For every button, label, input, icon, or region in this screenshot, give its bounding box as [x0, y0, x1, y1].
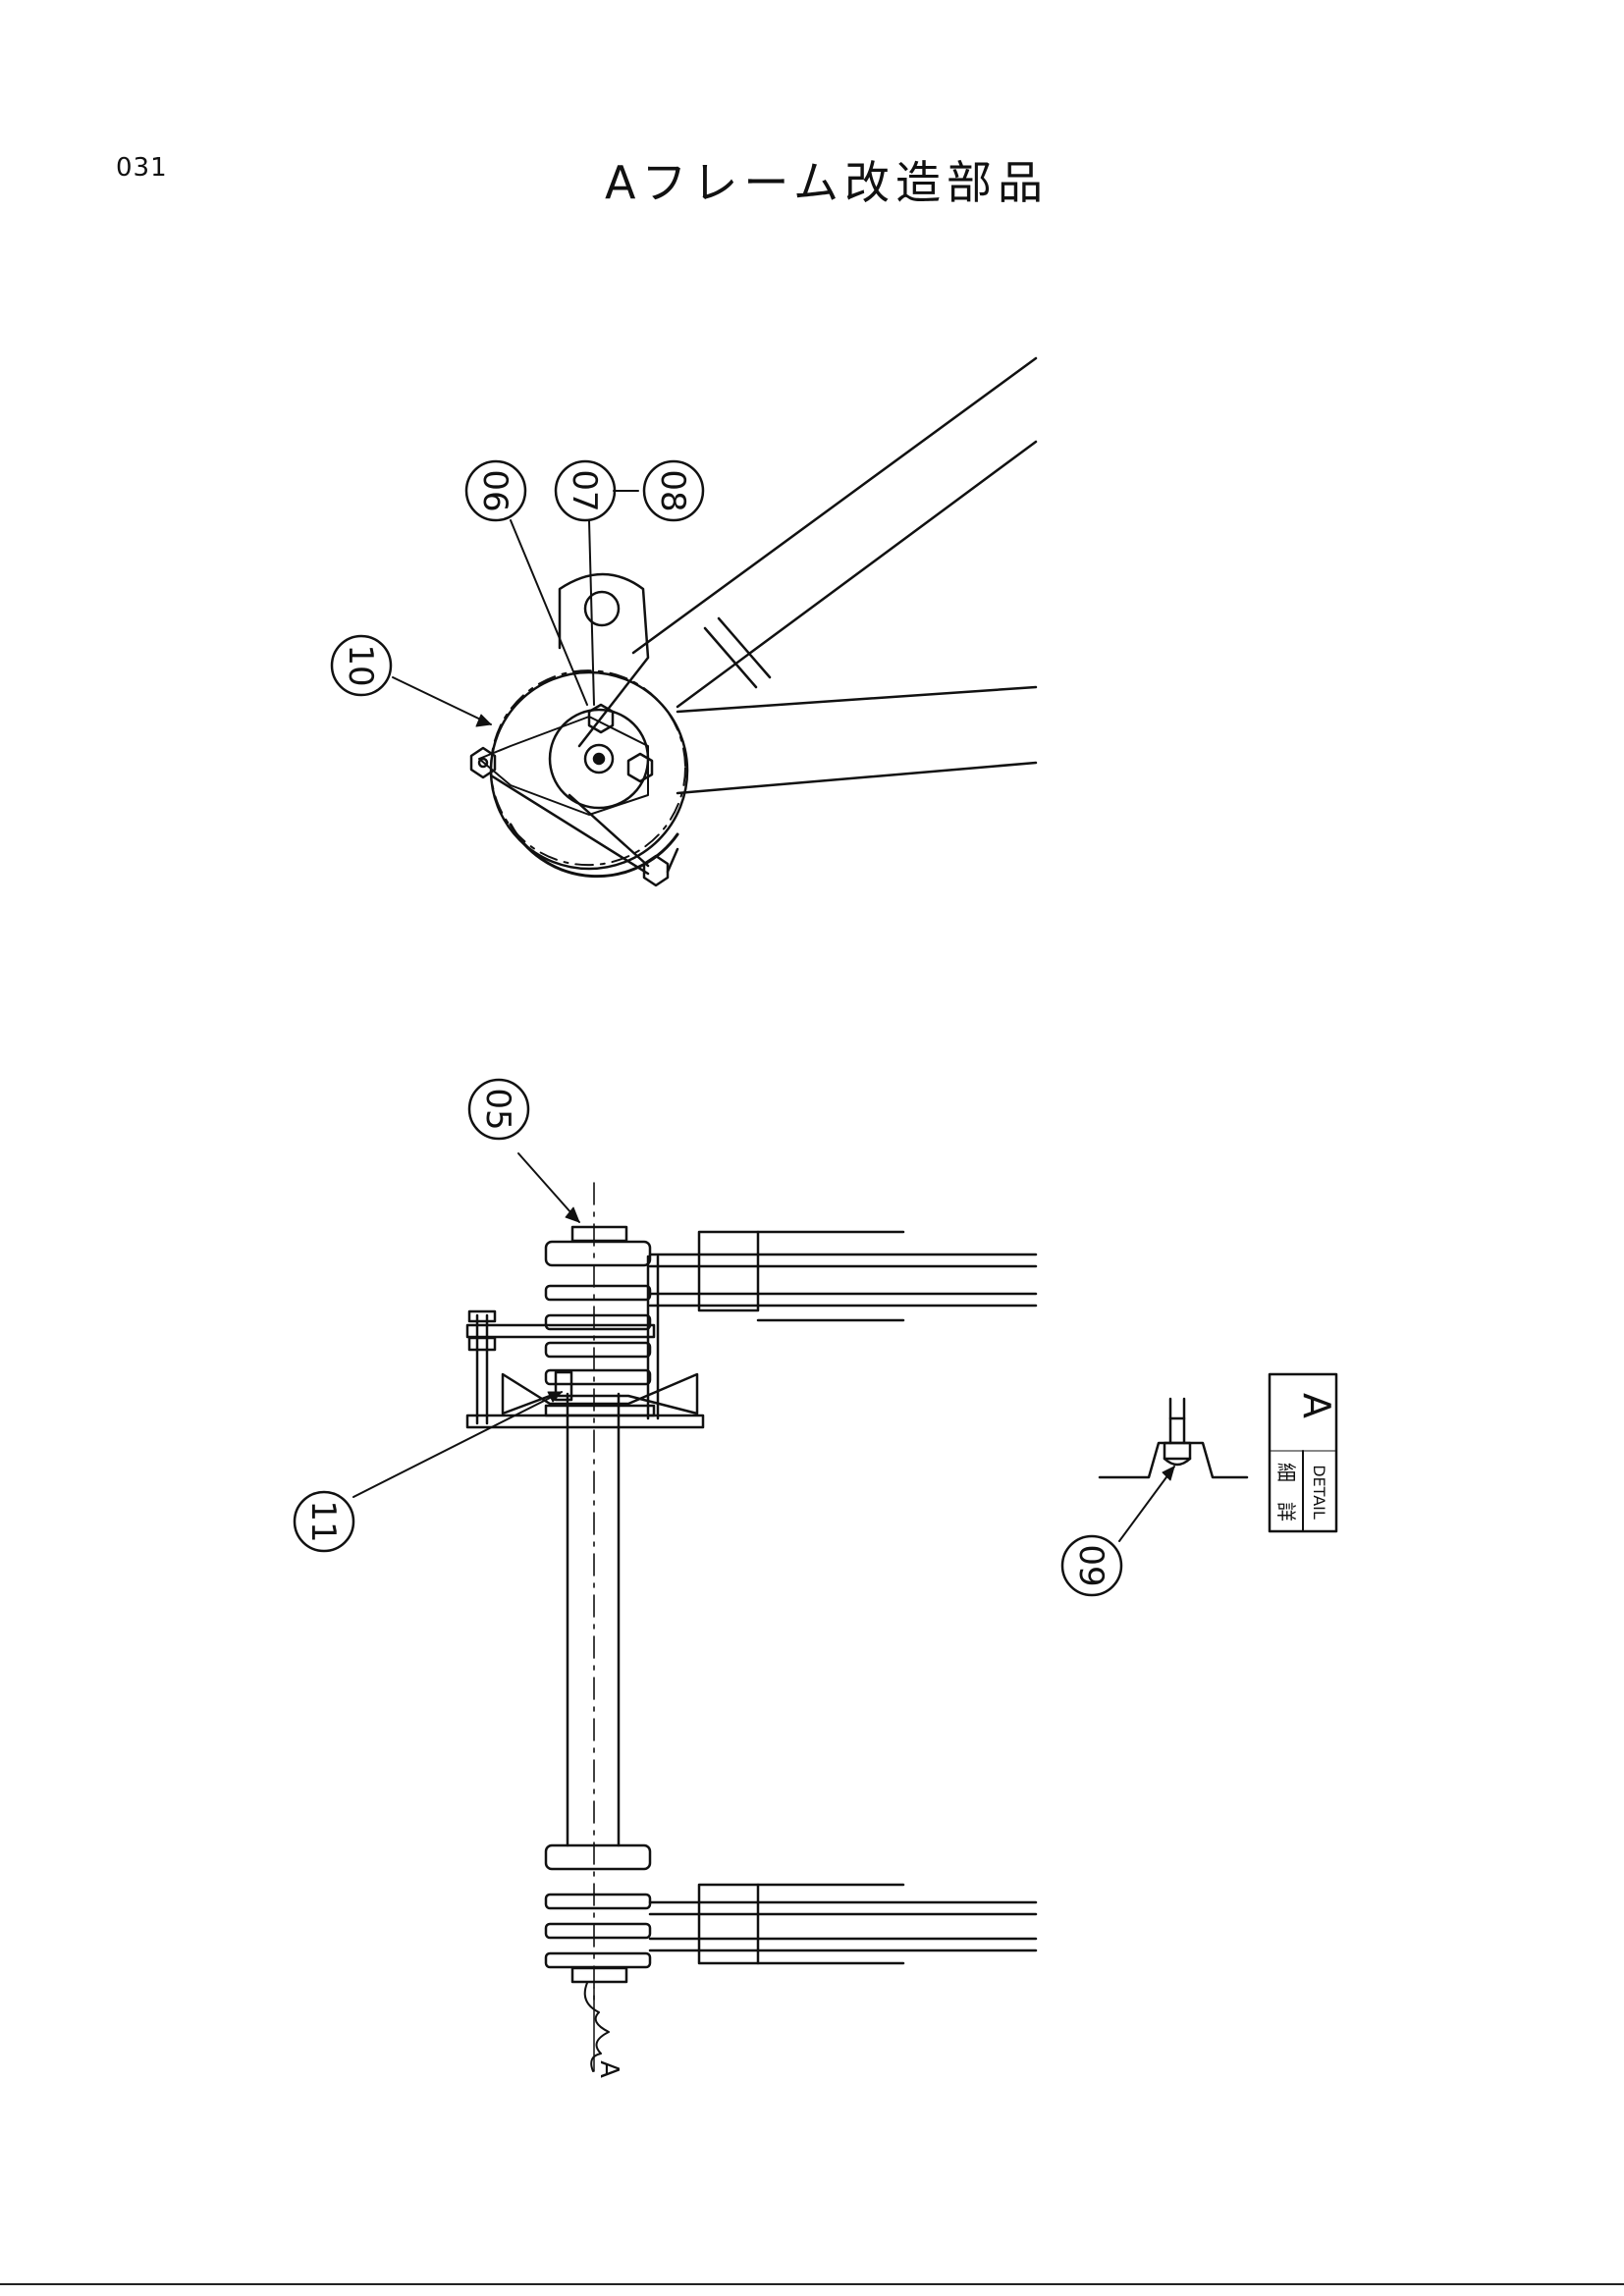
callout-06: 06 — [464, 459, 527, 522]
hex-bolt-left-center — [477, 757, 489, 769]
lower-plate-1 — [544, 1843, 652, 1871]
boom-collar — [703, 626, 758, 689]
leader-09 — [1118, 1466, 1175, 1542]
callout-10: 10 — [330, 634, 393, 697]
hex-bolt-bottom — [642, 854, 670, 887]
upper-plate-3 — [544, 1313, 652, 1331]
hex-bolt-left — [469, 746, 497, 779]
v-pulley — [501, 1372, 699, 1415]
detail-kanji-1: 詳 — [1274, 1502, 1298, 1522]
lug-hole — [583, 590, 621, 627]
frame-upper-edge — [676, 685, 1038, 714]
leader-05 — [517, 1152, 580, 1223]
top-view: 06 07 08 10 — [330, 356, 1038, 887]
detail-profile — [1098, 1441, 1249, 1479]
tensioner-nut-mid — [467, 1336, 497, 1352]
svg-text:09: 09 — [1071, 1544, 1110, 1586]
boom-lower-edge — [676, 440, 1038, 709]
boom-collar-2 — [717, 616, 772, 679]
tension-arm — [568, 793, 650, 868]
leader-09-arrow — [1162, 1466, 1175, 1481]
leader-11-arrow — [547, 1391, 563, 1403]
page-title: Aフレーム改造部品 — [604, 156, 1050, 209]
pivot-pin — [583, 743, 615, 774]
svg-text:07: 07 — [565, 469, 604, 511]
pivot-pin-center — [592, 752, 606, 766]
detail-letter: A — [1295, 1393, 1338, 1418]
upper-plate-5 — [544, 1368, 652, 1386]
tension-arm-2 — [489, 774, 650, 876]
callout-09: 09 — [1060, 1534, 1123, 1597]
lower-cap-plate — [570, 1966, 628, 1984]
lower-plate-2 — [544, 1893, 652, 1910]
tensioner-bracket-top — [465, 1323, 656, 1339]
leader-05-arrow — [565, 1206, 580, 1223]
hex-bolt-top — [587, 703, 615, 734]
upper-plate-2 — [544, 1284, 652, 1302]
svg-text:10: 10 — [341, 644, 380, 686]
callout-07: 07 — [554, 459, 617, 522]
detail-a-view: 09 A 詳 細 DETAIL — [1060, 1372, 1338, 1597]
callout-11: 11 — [293, 1490, 355, 1553]
tension-arm-3 — [666, 847, 679, 874]
boom-upper-edge — [631, 356, 1038, 655]
side-view: 05 11 A — [293, 1078, 1038, 2078]
svg-text:11: 11 — [303, 1500, 343, 1542]
leader-10 — [392, 676, 492, 725]
section-break — [583, 1982, 610, 2072]
detail-english: DETAIL — [1310, 1465, 1328, 1520]
section-marker-a: A — [594, 2060, 623, 2078]
detail-washer — [1163, 1457, 1192, 1467]
pulley-shadow — [509, 823, 679, 879]
upper-cap-plate — [570, 1225, 628, 1243]
lower-plate-4 — [544, 1951, 652, 1969]
upper-bracket — [697, 1230, 760, 1312]
svg-text:08: 08 — [653, 469, 692, 511]
tensioner-nut-top — [467, 1309, 497, 1323]
page-bottom-rule — [0, 2283, 1624, 2285]
lower-pulley-plate-2 — [544, 1404, 656, 1417]
lower-plate-3 — [544, 1922, 652, 1940]
upper-plate-1 — [544, 1240, 652, 1267]
bracket-plate — [478, 716, 649, 816]
leader-06 — [510, 519, 588, 706]
lower-bracket — [697, 1883, 760, 1965]
detail-nut — [1163, 1441, 1192, 1461]
svg-text:06: 06 — [475, 469, 514, 511]
callout-08: 08 — [642, 459, 705, 522]
pivot-lug — [558, 572, 650, 748]
detail-kanji-2: 細 — [1274, 1463, 1298, 1482]
pulley-hub-block — [554, 1370, 573, 1402]
callout-05: 05 — [467, 1078, 530, 1141]
hex-bolt-right — [626, 752, 654, 783]
leader-11 — [352, 1391, 563, 1498]
leader-10-arrow — [475, 714, 492, 727]
leader-07 — [588, 519, 595, 706]
svg-text:05: 05 — [478, 1088, 517, 1130]
frame-lower-edge — [676, 761, 1038, 795]
upper-plate-4 — [544, 1341, 652, 1359]
page-number: 031 — [116, 153, 168, 183]
